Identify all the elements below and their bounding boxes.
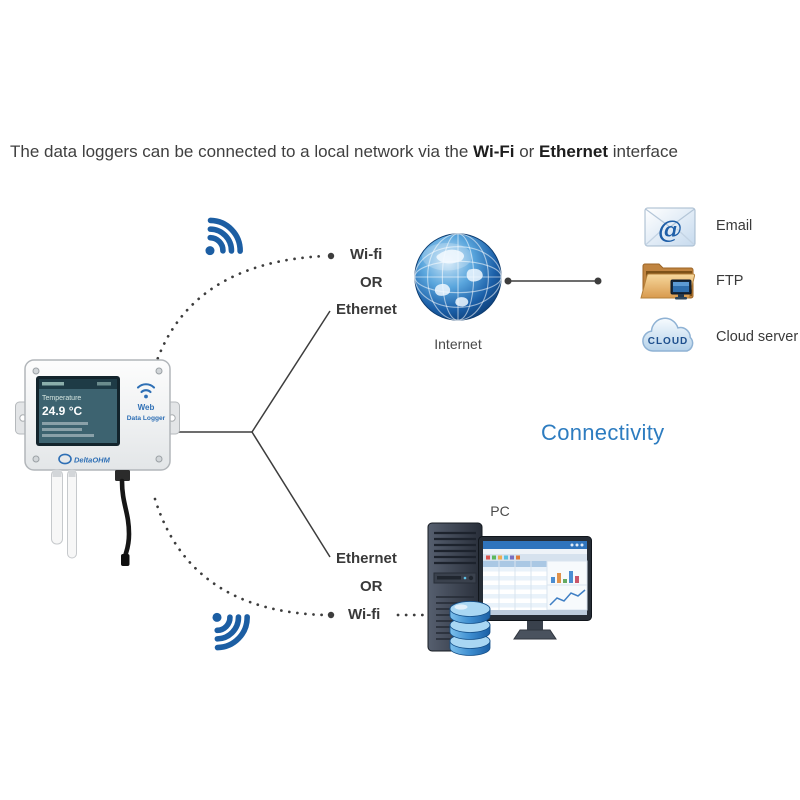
- cloud-server-icon: CLOUD: [634, 316, 700, 358]
- ftp-monitor: [670, 279, 692, 300]
- device-display-value: 24.9 °C: [42, 404, 82, 418]
- email-label: Email: [716, 218, 753, 234]
- wifi-signal-icon-bottom: [201, 604, 257, 654]
- device-label-line1: Web: [138, 403, 155, 412]
- database-icon: [446, 599, 494, 657]
- ftp-label: FTP: [716, 273, 744, 289]
- headline-bold-wifi: Wi-Fi: [473, 142, 515, 161]
- label-wifi-bottom: Wi-fi: [348, 606, 381, 623]
- device-display-parameter: Temperature: [42, 395, 81, 402]
- wifi-signal-icon-top: [194, 214, 250, 264]
- device-brand-logo: DeltaOHM: [58, 453, 111, 465]
- device-wifi-icon: [136, 383, 156, 394]
- data-logger-device: Temperature 24.9 °C Web Data Logger Delt…: [15, 352, 180, 567]
- ftp-icon: [640, 256, 696, 304]
- headline: The data loggers can be connected to a l…: [10, 142, 678, 162]
- label-ethernet-bottom: Ethernet: [336, 550, 397, 567]
- internet-label: Internet: [434, 336, 482, 352]
- headline-text: interface: [608, 142, 678, 161]
- email-icon: @: [644, 207, 696, 247]
- device-connector: [115, 470, 130, 481]
- label-or-bottom: OR: [360, 578, 383, 595]
- label-wifi-top: Wi-fi: [350, 246, 383, 263]
- headline-text: or: [514, 142, 540, 161]
- cloud-server-label: Cloud server: [716, 329, 799, 345]
- svg-text:DeltaOHM: DeltaOHM: [74, 456, 111, 465]
- pc-label: PC: [490, 503, 510, 519]
- headline-text: The data loggers can be connected to a l…: [10, 142, 474, 161]
- device-cable: [119, 478, 132, 561]
- pc-monitor-icon: [478, 536, 592, 642]
- cloud-icon-text: CLOUD: [648, 336, 689, 347]
- label-or-top: OR: [360, 274, 383, 291]
- headline-bold-ethernet: Ethernet: [539, 142, 608, 161]
- device-label-line2: Data Logger: [127, 415, 166, 422]
- device-probes: [51, 469, 77, 559]
- at-glyph: @: [658, 215, 682, 244]
- internet-globe-icon: [412, 231, 504, 323]
- label-ethernet-top: Ethernet: [336, 301, 397, 318]
- connectivity-title: Connectivity: [541, 420, 665, 445]
